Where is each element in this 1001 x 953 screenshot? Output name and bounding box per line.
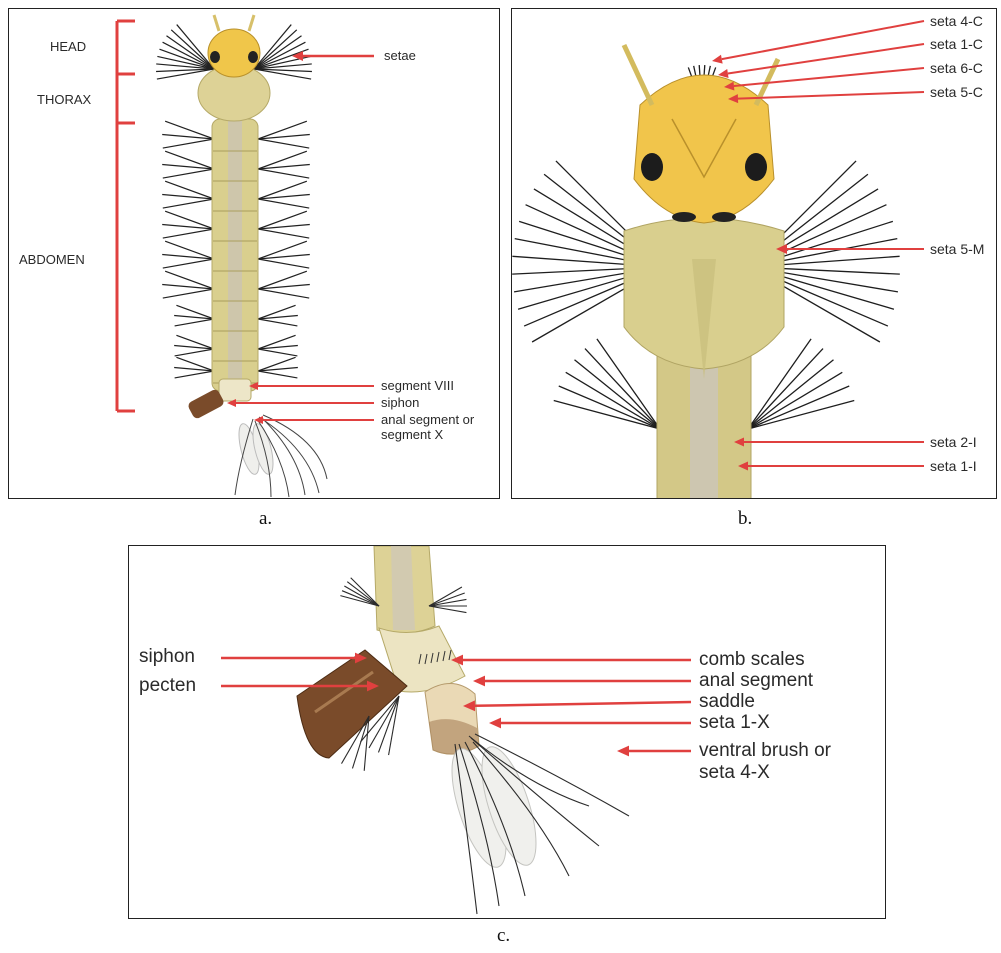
label-seta-5c: seta 5-C [930,84,983,100]
seta [163,169,214,178]
abdominal-seta [748,360,833,429]
seta [258,289,309,298]
arrow-saddle [475,702,691,706]
larva-terminal-segments-illustration [129,546,886,919]
eye-left [641,153,663,181]
label-seta-5m: seta 5-M [930,241,984,257]
seta [163,289,214,298]
seta [258,169,309,178]
mouth-brush-left [672,212,696,222]
eye-left [210,51,220,63]
seta [258,259,309,268]
mouth-brush-right [712,212,736,222]
label-seta-1c: seta 1-C [930,36,983,52]
label-comb-scales: comb scales [699,649,805,671]
label-segment-viii: segment VIII [381,378,454,393]
label-anal-segment: anal segment [699,670,813,692]
seta [258,139,309,148]
seta [175,371,214,378]
seta [258,199,309,208]
seta [175,349,214,356]
eye-right [248,51,258,63]
seta [258,319,297,326]
caption-a: a. [259,508,272,530]
abdominal-seta [748,349,823,429]
seta [163,259,214,268]
region-bracket [117,21,135,411]
label-seta-1i: seta 1-I [930,458,977,474]
bristle [429,593,465,606]
label-seta-1x: seta 1-X [699,712,770,734]
caption-c: c. [497,925,510,947]
label-seta-4x: seta 4-X [699,762,770,784]
bristle [347,582,379,606]
seta [163,229,214,238]
label-ventral-brush: ventral brush or [699,740,831,762]
region-label-thorax: THORAX [37,92,91,107]
label-siphon: siphon [381,395,419,410]
label-siphon: siphon [139,646,195,668]
panel-a: HEAD THORAX ABDOMEN setae segment VIII s… [8,8,500,499]
label-seta-2i: seta 2-I [930,434,977,450]
label-pecten: pecten [139,675,196,697]
eye-right [745,153,767,181]
bristle [429,606,466,613]
arrow-anal-segment-head [473,676,485,687]
seta [258,371,297,378]
region-label-abdomen: ABDOMEN [19,252,85,267]
arrow-seta-1x-head [489,718,501,729]
seta [258,349,297,356]
antenna-right [249,15,254,31]
arrow-seta-5c [738,92,924,99]
antenna-left [624,45,652,105]
segment-viii [219,379,251,401]
arrow-seta-6c [734,68,924,86]
panel-c: siphon pecten comb scales anal segment s… [128,545,886,919]
dorsal-stripe [391,546,415,630]
label-seta-6c: seta 6-C [930,60,983,76]
larva-head-thorax-illustration [512,9,997,499]
label-saddle: saddle [699,691,755,713]
label-segment-x: segment X [381,427,443,442]
arrow-seta-4c-head [712,55,723,64]
seta [258,229,309,238]
abdominal-seta [554,401,660,429]
seta [163,199,214,208]
arrow-ventral-brush-head [617,746,629,757]
arrow-seta-1c [728,44,924,74]
label-anal-segment: anal segment or [381,412,474,427]
abdominal-seta [748,401,854,429]
caption-b: b. [738,508,752,530]
label-seta-4c: seta 4-C [930,13,983,29]
antenna-left [214,15,219,31]
label-setae: setae [384,48,416,63]
panel-b: seta 4-C seta 1-C seta 6-C seta 5-C seta… [511,8,997,499]
abdominal-seta [585,349,660,429]
seta [163,139,214,148]
bristle [342,591,379,606]
arrow-seta-4c [722,21,924,59]
abdomen-stripe [228,119,242,391]
seta [175,319,214,326]
abdominal-seta [566,372,660,429]
abdominal-seta [748,372,842,429]
region-label-head: HEAD [50,39,86,54]
abdominal-seta [575,360,660,429]
